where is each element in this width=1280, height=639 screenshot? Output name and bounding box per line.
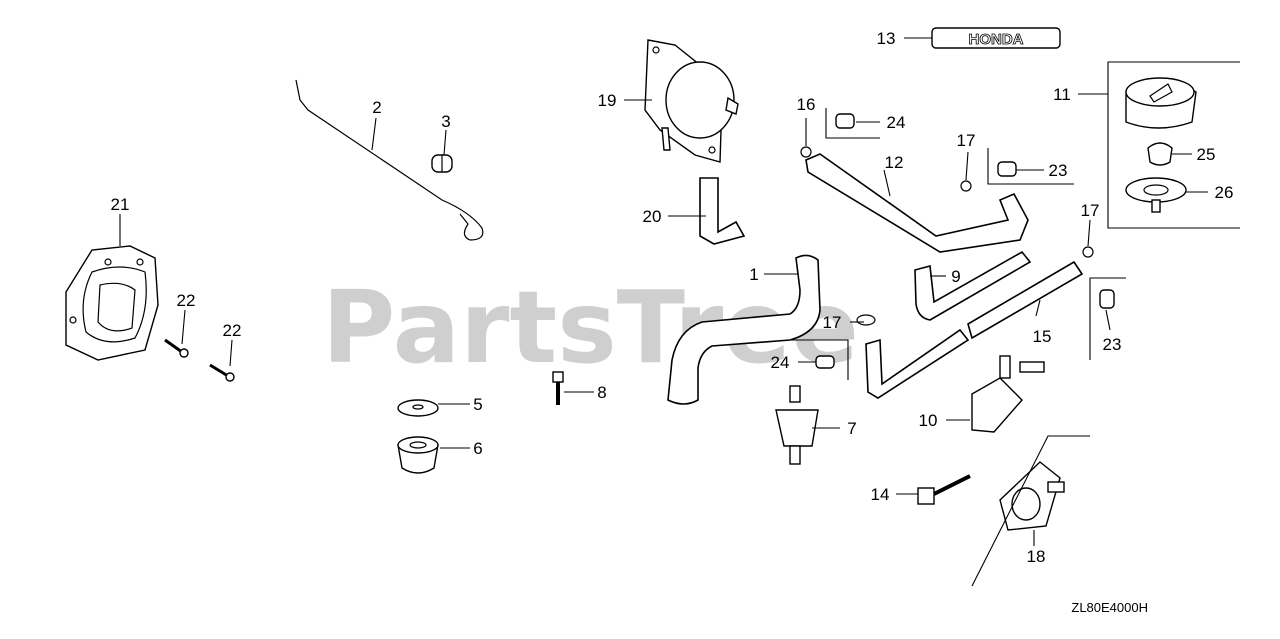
bracket-24b [790, 339, 849, 380]
callout-18: 18 [1027, 547, 1046, 566]
part-3-grommet[interactable] [431, 154, 453, 173]
callout-11: 11 [1053, 85, 1071, 104]
callout-3: 3 [441, 112, 450, 131]
callout-22a: 22 [177, 291, 196, 310]
callout-15: 15 [1033, 327, 1052, 346]
callout-16: 16 [797, 95, 816, 114]
part-21-cover[interactable] [65, 245, 159, 361]
part-22-screw-b[interactable] [209, 363, 235, 382]
callout-10: 10 [919, 411, 938, 430]
callout-21: 21 [111, 195, 130, 214]
part-14-bolt[interactable] [917, 474, 971, 505]
bracket-18 [971, 435, 1090, 587]
callout-24b: 24 [771, 353, 790, 372]
part-24-clamp-b[interactable] [815, 355, 835, 369]
callout-2: 2 [372, 98, 381, 117]
part-2-rod[interactable] [295, 79, 484, 241]
callout-23a: 23 [1049, 161, 1068, 180]
bracket-11 [1107, 61, 1240, 229]
callout-1: 1 [749, 265, 758, 284]
part-25-filter[interactable] [1147, 142, 1173, 166]
part-6-nut[interactable] [397, 436, 439, 474]
callout-12: 12 [885, 153, 904, 172]
part-19-fuel-pump[interactable] [644, 39, 739, 163]
part-22-screw-a[interactable] [164, 338, 189, 358]
part-7-fuel-filter[interactable] [775, 385, 819, 465]
part-26-gasket[interactable] [1125, 177, 1187, 213]
part-1-hose[interactable] [667, 254, 821, 405]
leader-lines [119, 37, 1208, 546]
callout-22b: 22 [223, 321, 242, 340]
bracket-24a [825, 108, 880, 139]
callout-26: 26 [1215, 183, 1234, 202]
part-11-fuel-cap[interactable] [1125, 77, 1197, 129]
bracket-23a [987, 148, 1074, 185]
callout-25: 25 [1197, 145, 1216, 164]
part-23-clamp-a[interactable] [997, 161, 1017, 177]
part-15-hose[interactable] [967, 260, 1084, 340]
part-24-clamp-a[interactable] [835, 113, 855, 129]
part-20-hose[interactable] [699, 177, 746, 245]
callout-9: 9 [951, 267, 960, 286]
callout-24a: 24 [887, 113, 906, 132]
part-17-clip-c[interactable] [856, 314, 876, 326]
part-hose-lower[interactable] [865, 328, 970, 399]
part-16-clip[interactable] [800, 146, 812, 158]
callout-8: 8 [597, 383, 606, 402]
callout-17c: 17 [823, 313, 842, 332]
part-9-hose[interactable] [914, 250, 1032, 321]
callout-14: 14 [871, 485, 890, 504]
callout-17b: 17 [1081, 201, 1100, 220]
part-10-primer[interactable] [971, 355, 1045, 433]
part-5-washer[interactable] [397, 399, 439, 417]
part-17-clip-b[interactable] [1082, 246, 1094, 258]
diagram-code: ZL80E4000H [1071, 600, 1148, 615]
callout-19: 19 [598, 91, 617, 110]
callout-23b: 23 [1103, 335, 1122, 354]
part-12-hose[interactable] [805, 153, 1029, 253]
callout-6: 6 [473, 439, 482, 458]
callout-7: 7 [847, 419, 856, 438]
part-17-clip-a[interactable] [960, 180, 972, 192]
emblem-text: HONDA [969, 31, 1024, 48]
callout-13: 13 [877, 29, 896, 48]
callout-17a: 17 [957, 131, 976, 150]
callout-20: 20 [643, 207, 662, 226]
part-8-bolt[interactable] [552, 371, 564, 405]
callout-5: 5 [473, 395, 482, 414]
part-18-fuel-valve[interactable] [999, 461, 1065, 531]
part-13-emblem[interactable]: HONDA [931, 27, 1061, 49]
part-23-clamp-b[interactable] [1099, 289, 1115, 309]
bracket-23b [1089, 277, 1126, 360]
